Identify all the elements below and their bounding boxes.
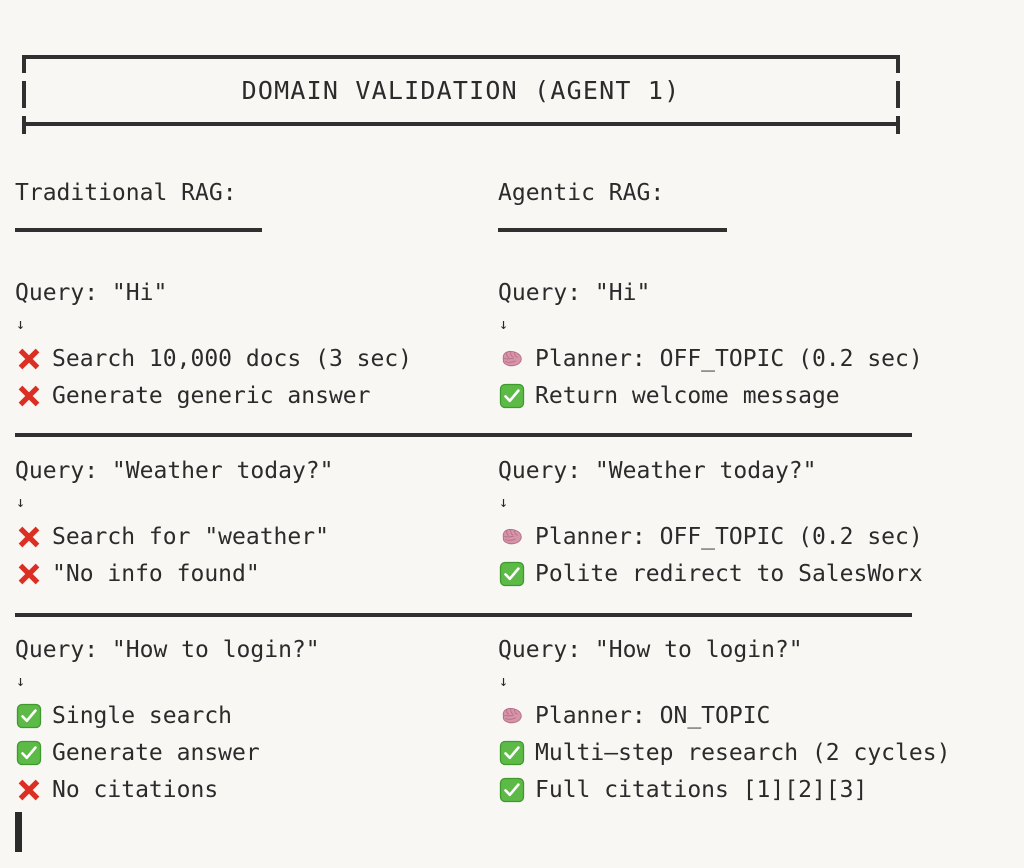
step-label: Multi–step research (2 cycles): [535, 739, 951, 766]
brain-icon: [498, 702, 526, 730]
step-label: Planner: OFF_TOPIC (0.2 sec): [535, 523, 923, 550]
down-arrow-icon: ↓: [499, 315, 509, 333]
down-arrow-icon: ↓: [16, 672, 26, 690]
step-row: Generate answer: [15, 734, 535, 771]
step-label: Planner: OFF_TOPIC (0.2 sec): [535, 345, 923, 372]
step-label: Single search: [52, 702, 233, 729]
query-block-left: Query: "Weather today?" ↓ Search for "weat…: [15, 456, 535, 592]
column-header-underline-right: [498, 228, 727, 232]
column-header-agentic-rag: Agentic RAG:: [498, 180, 665, 206]
down-arrow-icon: ↓: [16, 315, 26, 333]
step-label: Polite redirect to SalesWorx: [535, 560, 923, 587]
step-row: Multi–step research (2 cycles): [498, 734, 1018, 771]
query-block-left: Query: "Hi" ↓ Search 10,000 docs (3 sec) Ge…: [15, 278, 535, 414]
down-arrow-icon: ↓: [499, 493, 509, 511]
query-text: Query: "How to login?": [498, 637, 803, 663]
block-divider-1: [15, 433, 912, 437]
step-row: Search 10,000 docs (3 sec): [15, 340, 535, 377]
page-title: DOMAIN VALIDATION (AGENT 1): [241, 76, 681, 105]
step-row: "No info found": [15, 555, 535, 592]
block-divider-2: [15, 613, 912, 617]
query-text: Query: "Weather today?": [15, 458, 334, 484]
query-text: Query: "Hi": [498, 280, 651, 306]
step-label: Generate generic answer: [52, 382, 371, 409]
step-label: Return welcome message: [535, 382, 840, 409]
step-label: Full citations [1][2][3]: [535, 776, 868, 803]
check-mark-button-icon: [15, 702, 43, 730]
step-label: No citations: [52, 776, 219, 803]
step-row: Return welcome message: [498, 377, 1018, 414]
column-header-underline-left: [15, 228, 262, 232]
cross-mark-icon: [15, 560, 43, 588]
cross-mark-icon: [15, 523, 43, 551]
step-label: Planner: ON_TOPIC: [535, 702, 771, 729]
check-mark-button-icon: [498, 382, 526, 410]
step-row: Search for "weather": [15, 518, 535, 555]
step-row: Planner: OFF_TOPIC (0.2 sec): [498, 518, 1018, 555]
banner-box: DOMAIN VALIDATION (AGENT 1): [22, 55, 900, 134]
query-text: Query: "Weather today?": [498, 458, 817, 484]
step-row: Polite redirect to SalesWorx: [498, 555, 1018, 592]
step-row: No citations: [15, 771, 535, 808]
step-label: Generate answer: [52, 739, 260, 766]
check-mark-button-icon: [15, 739, 43, 767]
step-row: Single search: [15, 697, 535, 734]
cross-mark-icon: [15, 382, 43, 410]
query-text: Query: "Hi": [15, 280, 168, 306]
step-label: "No info found": [52, 560, 260, 587]
query-block-right: Query: "Hi" ↓ Planner: OFF_TOPIC (0.2 sec)…: [498, 278, 1018, 414]
text-cursor: [15, 812, 22, 852]
query-block-right: Query: "How to login?" ↓ Planner: ON_TOPIC…: [498, 635, 1018, 808]
step-row: Full citations [1][2][3]: [498, 771, 1018, 808]
step-row: Planner: ON_TOPIC: [498, 697, 1018, 734]
query-text: Query: "How to login?": [15, 637, 320, 663]
check-mark-button-icon: [498, 776, 526, 804]
step-row: Generate generic answer: [15, 377, 535, 414]
step-label: Search for "weather": [52, 523, 329, 550]
query-block-right: Query: "Weather today?" ↓ Planner: OFF_TOP…: [498, 456, 1018, 592]
down-arrow-icon: ↓: [16, 493, 26, 511]
step-row: Planner: OFF_TOPIC (0.2 sec): [498, 340, 1018, 377]
brain-icon: [498, 523, 526, 551]
down-arrow-icon: ↓: [499, 672, 509, 690]
brain-icon: [498, 345, 526, 373]
column-header-traditional-rag: Traditional RAG:: [15, 180, 237, 206]
cross-mark-icon: [15, 776, 43, 804]
cross-mark-icon: [15, 345, 43, 373]
step-label: Search 10,000 docs (3 sec): [52, 345, 413, 372]
check-mark-button-icon: [498, 560, 526, 588]
check-mark-button-icon: [498, 739, 526, 767]
